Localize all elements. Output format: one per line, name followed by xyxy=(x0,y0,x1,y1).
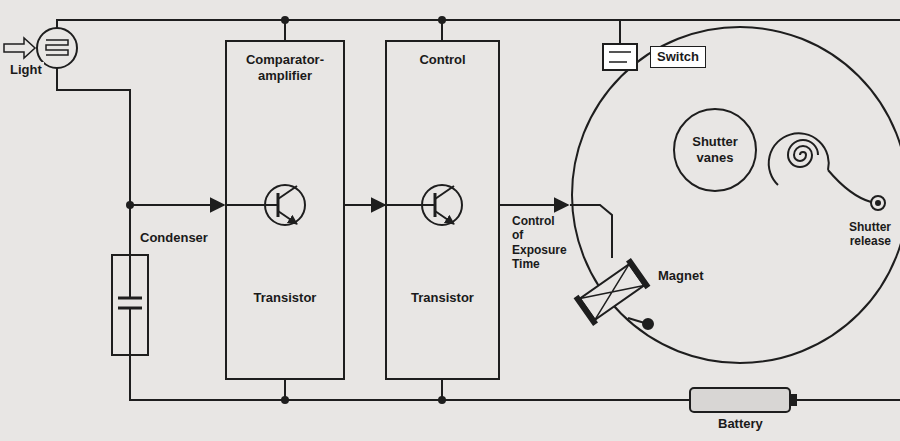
release-knob xyxy=(871,196,885,210)
base-lead xyxy=(386,204,435,206)
transistor-collector xyxy=(435,186,454,199)
junction-dot xyxy=(281,396,289,404)
node-heading: Comparator- amplifier xyxy=(227,52,343,83)
transistor-base xyxy=(277,193,280,217)
magnet-label: Magnet xyxy=(656,268,706,284)
transistor-collector xyxy=(278,186,297,199)
sensor-wire xyxy=(57,68,130,255)
release-lever xyxy=(828,170,871,202)
shutter-housing xyxy=(572,27,900,363)
bottom-wire xyxy=(130,355,690,400)
spring-spiral xyxy=(788,140,818,167)
switch-body xyxy=(603,44,637,70)
shutter-vanes-circle: Shutter vanes xyxy=(673,108,757,192)
cam-outline xyxy=(769,133,829,185)
pole-piece xyxy=(575,296,597,325)
junction-dot xyxy=(281,16,289,24)
battery-body xyxy=(690,388,790,412)
circle-outline xyxy=(674,109,756,191)
condenser-label: Condenser xyxy=(138,230,210,246)
junction-dot xyxy=(438,396,446,404)
transistor-base xyxy=(434,193,437,217)
transistor-emitter xyxy=(278,211,297,224)
junction-dot xyxy=(126,201,134,209)
photo-resistor-track xyxy=(46,40,68,55)
node-heading: Control xyxy=(413,52,471,68)
battery-terminal xyxy=(790,395,796,405)
condenser-lead xyxy=(129,255,131,355)
node-heading: Shutter vanes xyxy=(685,134,746,165)
release-knob-center xyxy=(876,201,880,205)
exposure-control-label: Control of Exposure Time xyxy=(510,214,570,272)
light-arrow xyxy=(4,38,35,58)
transistor-emitter xyxy=(435,211,454,224)
light-label: Light xyxy=(8,62,44,78)
comparator-box: Comparator- amplifierTransistor xyxy=(225,40,345,380)
switch-label: Switch xyxy=(650,46,706,68)
top-wire xyxy=(57,20,900,28)
junction-dot xyxy=(438,16,446,24)
capacitor-plates xyxy=(118,298,142,308)
output-wire xyxy=(500,204,568,206)
input-wire xyxy=(130,204,224,206)
battery-label: Battery xyxy=(716,416,765,432)
base-lead xyxy=(226,204,278,206)
switch-wire xyxy=(619,20,621,44)
armature-pivot xyxy=(643,319,653,329)
pole-piece xyxy=(627,259,649,288)
switch-contacts xyxy=(609,52,631,62)
signal-connector xyxy=(345,204,385,206)
shutter-release-label: Shutter release xyxy=(835,220,893,249)
electromagnet xyxy=(575,259,649,324)
node-body: Transistor xyxy=(405,290,480,306)
control-box: ControlTransistor xyxy=(385,40,500,380)
bottom-wire xyxy=(796,399,900,401)
node-body: Transistor xyxy=(248,290,323,306)
condenser-housing xyxy=(112,255,148,355)
